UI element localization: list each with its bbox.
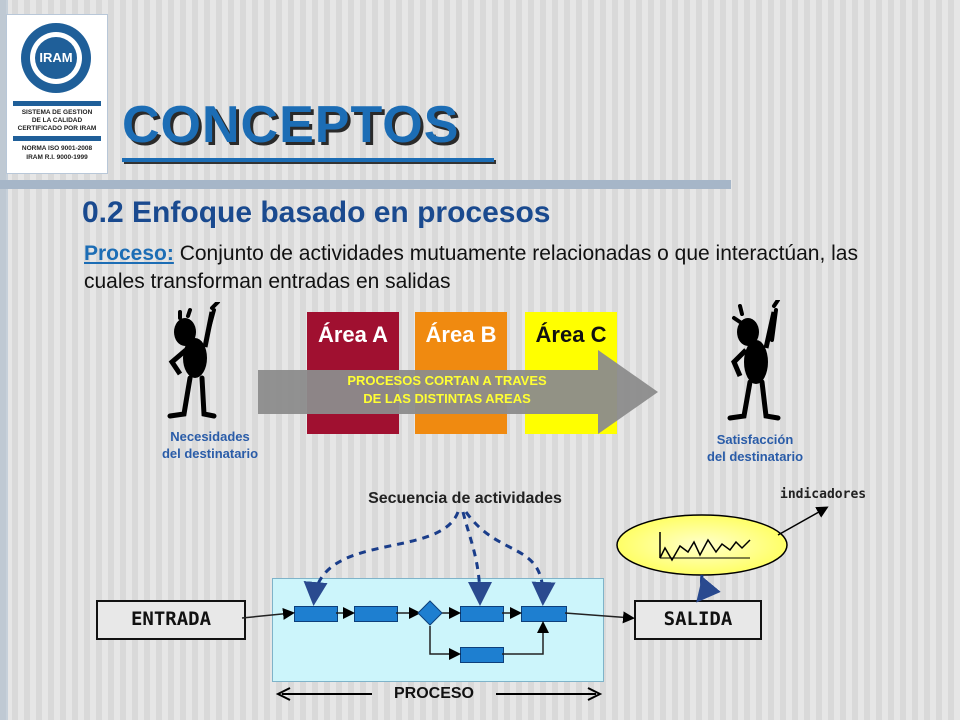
stick-figure-thinking-icon	[167, 302, 220, 419]
logo-rule-mid	[13, 136, 101, 141]
page-title: CONCEPTOS	[122, 96, 460, 154]
logo-line-1: SISTEMA DE GESTION	[21, 109, 93, 116]
arrow-caption-line-2: DE LAS DISTINTAS AREAS	[363, 391, 531, 406]
right-caption: Satisfacción del destinatario	[680, 431, 830, 465]
iram-logo: IRAM SISTEMA DE GESTION DE LA CALIDAD CE…	[6, 14, 108, 174]
process-arrow-icon	[258, 350, 658, 434]
logo-rule-top	[13, 101, 101, 106]
logo-line-2: DE LA CALIDAD	[31, 117, 83, 124]
logo-norm-2: IRAM R.I. 9000-1999	[26, 154, 88, 161]
logo-line-3: CERTIFICADO POR IRAM	[17, 125, 97, 132]
area-c-label: Área C	[535, 322, 607, 347]
entrada-box: ENTRADA	[96, 600, 246, 640]
activity-step-branch	[460, 647, 504, 663]
right-caption-line-2: del destinatario	[706, 449, 804, 464]
left-accent-strip	[0, 0, 8, 720]
definition-term: Proceso:	[84, 242, 174, 265]
activity-step-1	[294, 606, 338, 622]
left-caption: Necesidades del destinatario	[130, 428, 290, 462]
iram-logo-ring: IRAM	[21, 23, 91, 93]
indicator-gauge-icon	[616, 514, 788, 576]
activity-step-3	[460, 606, 504, 622]
area-a-label: Área A	[317, 322, 389, 347]
left-caption-line-2: del destinatario	[161, 446, 259, 461]
title-underline	[122, 158, 494, 162]
iram-logo-text: IRAM	[35, 37, 77, 79]
arrow-caption-line-1: PROCESOS CORTAN A TRAVES	[347, 373, 547, 388]
sequence-label: Secuencia de actividades	[368, 490, 562, 507]
section-subtitle: 0.2 Enfoque basado en procesos	[82, 196, 551, 229]
activity-step-4	[521, 606, 567, 622]
salida-box: SALIDA	[634, 600, 762, 640]
logo-norm-1: NORMA ISO 9001-2008	[21, 145, 93, 152]
header-divider	[0, 180, 731, 189]
definition-text: Conjunto de actividades mutuamente relac…	[84, 242, 858, 293]
process-box	[272, 578, 604, 682]
arrow-caption: PROCESOS CORTAN A TRAVES DE LAS DISTINTA…	[282, 372, 612, 408]
indicators-label: indicadores	[780, 487, 867, 502]
activity-step-2	[354, 606, 398, 622]
left-caption-line-1: Necesidades	[170, 429, 250, 444]
stick-figure-happy-icon	[727, 300, 781, 421]
proceso-label: PROCESO	[393, 685, 474, 702]
definition-paragraph: Proceso: Conjunto de actividades mutuame…	[84, 240, 904, 296]
area-b-label: Área B	[425, 322, 497, 347]
right-caption-line-1: Satisfacción	[716, 432, 794, 447]
